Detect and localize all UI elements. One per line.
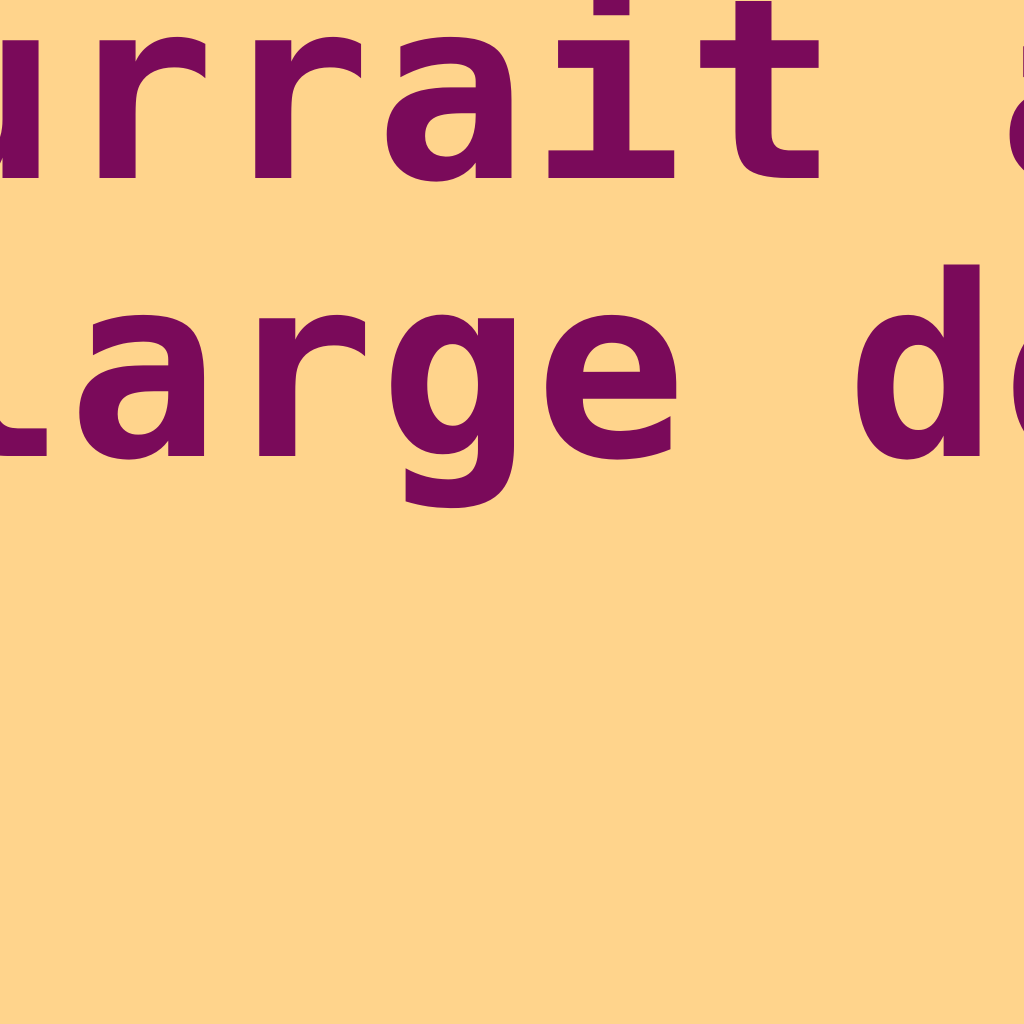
text-line-2: large de <box>0 223 1024 516</box>
text-line-1: urrait ad <box>0 0 1024 238</box>
